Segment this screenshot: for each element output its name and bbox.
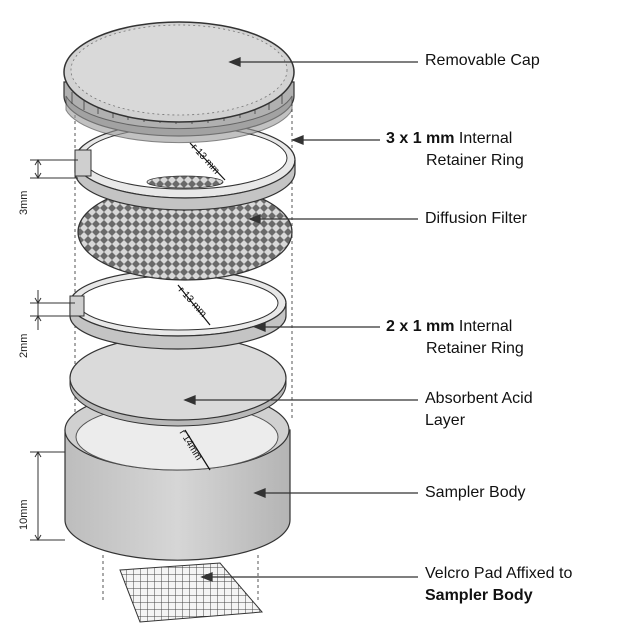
label-sampler-body: Sampler Body — [425, 482, 526, 504]
body-height-label: 10mm — [18, 499, 30, 530]
label-absorbent-acid-layer: Absorbent Acid Layer — [425, 388, 533, 432]
label-acid-line2: Layer — [425, 412, 466, 429]
label-diffusion-filter: Diffusion Filter — [425, 208, 527, 230]
upper-ring-height-label: 3mm — [18, 190, 30, 215]
label-upper-retainer-ring: 3 x 1 mm Internal Retainer Ring — [386, 128, 524, 172]
label-removable-cap-text: Removable Cap — [425, 52, 540, 69]
velcro-pad — [119, 562, 264, 623]
label-velcro-line2: Sampler Body — [425, 587, 533, 604]
removable-cap — [63, 21, 295, 144]
label-lower-retainer-ring: 2 x 1 mm Internal Retainer Ring — [386, 316, 524, 360]
label-lower-ring-line2: Retainer Ring — [426, 340, 524, 357]
dimension-brackets — [30, 159, 78, 541]
label-lower-ring-internal: Internal — [454, 318, 513, 335]
label-velcro-line1: Velcro Pad Affixed to — [425, 565, 573, 582]
label-sampler-body-text: Sampler Body — [425, 484, 526, 501]
label-acid-line1: Absorbent Acid — [425, 390, 533, 407]
label-diffusion-filter-text: Diffusion Filter — [425, 210, 527, 227]
absorbent-acid-layer — [69, 335, 287, 427]
label-removable-cap: Removable Cap — [425, 50, 540, 72]
label-lower-ring-size: 2 x 1 mm — [386, 318, 455, 335]
label-upper-ring-line2: Retainer Ring — [426, 152, 524, 169]
leader-lines — [183, 57, 418, 582]
upper-retainer-ring — [74, 121, 296, 211]
guide-lines — [74, 85, 293, 600]
label-upper-ring-internal: Internal — [454, 130, 513, 147]
lower-ring-height-label: 2mm — [18, 333, 30, 358]
lower-retainer-ring — [69, 269, 287, 350]
label-velcro-pad: Velcro Pad Affixed to Sampler Body — [425, 563, 572, 607]
label-upper-ring-size: 3 x 1 mm — [386, 130, 455, 147]
